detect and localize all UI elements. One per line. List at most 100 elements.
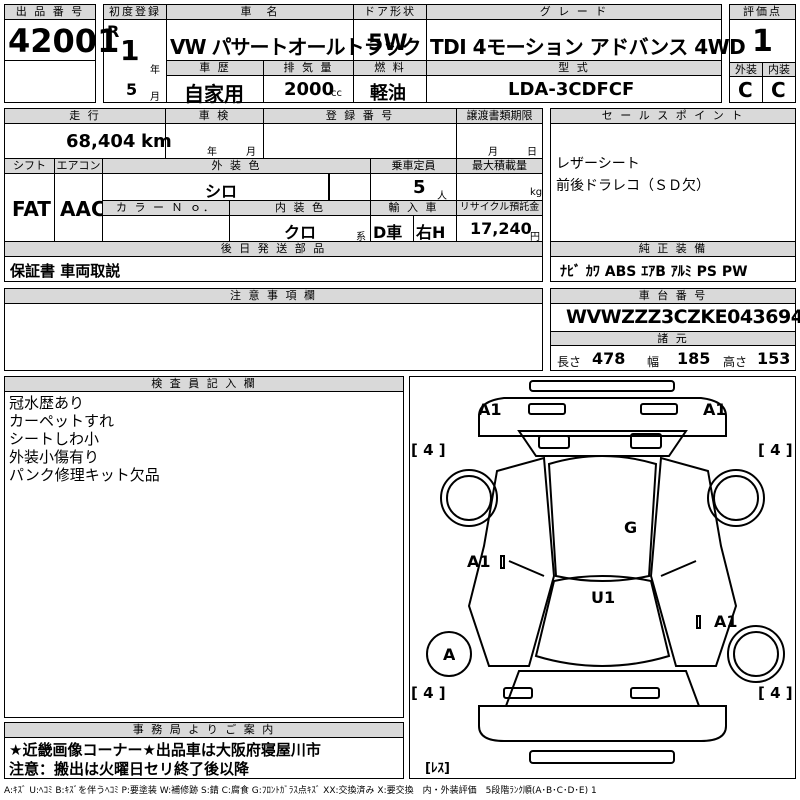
front-bumper-outline [529,380,675,392]
inspection-label: 車 検 [165,108,264,124]
office-label: 事 務 局 よ り ご 案 内 [4,722,404,738]
model-label: 型 式 [426,60,722,76]
tire-rl-mark: [ 4 ] [411,684,446,702]
office-line-1: ★近畿画像コーナー★出品車は大阪府寝屋川市 [9,741,321,759]
wheel-fr-inner [713,475,759,521]
tire-fr-mark: [ 4 ] [758,441,793,459]
inspector-lines: 冠水歴あり カーペットすれ シートしわ小 外装小傷有り パンク修理キット欠品 [9,394,160,484]
plate-box [263,123,457,159]
chassis-number: WVWZZZ3CZKE043694 [566,306,800,328]
inspector-line: カーペットすれ [9,412,115,430]
seats-unit: 人 [437,191,447,202]
steering: 右H [416,223,446,242]
front-left-mark: A1 [478,400,502,419]
shift: FAT [12,197,51,221]
displacement: 2000 [284,79,335,100]
roof [547,455,658,582]
inspection-month-unit: 月 [246,147,256,158]
lot-no-label: 出 品 番 号 [4,4,96,20]
exterior-rating: C [738,78,753,102]
ext-color: シロ [205,182,238,201]
recycle: 17,240 [470,219,532,238]
rear-wheel-left-mark: A [443,645,456,664]
rear-valance [529,750,675,764]
door-label: ドア形状 [353,4,427,20]
month-unit: 月 [150,92,160,103]
body-left [467,456,556,667]
transfer-day-unit: 日 [527,147,537,158]
fuel: 軽油 [370,83,406,104]
width: 185 [677,349,711,368]
history-label: 車 歴 [166,60,264,76]
hood [517,430,688,457]
notes-label: 注 意 事 項 欄 [4,288,543,304]
rear-cabin [534,575,671,667]
body-right [649,456,738,667]
fuel-label: 燃 料 [353,60,427,76]
height: 153 [757,349,791,368]
door-line-left [508,560,545,577]
mileage-unit: km [141,131,172,152]
office-box [4,737,404,779]
load-label: 最大積載量 [456,158,543,174]
model-box [426,75,722,103]
windshield-right [630,433,662,449]
dims-label: 諸 元 [550,331,796,346]
lot-blank-box [4,60,96,103]
sales-label: セ ー ル ス ポ イ ン ト [550,108,796,124]
grille-right [640,403,678,415]
inspector-line: 冠水歴あり [9,394,85,412]
width-label: 幅 [647,355,660,369]
windshield-left [538,435,570,449]
seats: 5 [413,177,426,198]
later-parts-box [4,256,543,282]
later-parts-label: 後 日 発 送 部 品 [4,241,543,257]
car-diagram [426,380,785,764]
plate-label: 登 録 番 号 [263,108,457,124]
door-line-right [660,560,697,577]
door-type: 5W [368,31,408,56]
office-line-2: 注意：搬出は火曜日セリ終了後以降 [9,760,250,778]
ext-color-label: 外 装 色 [102,158,371,174]
rear-outline [504,670,701,707]
chassis-label: 車 台 番 号 [550,288,796,304]
wheel-rr [727,625,785,683]
front-right-mark: A1 [703,400,727,419]
car-name: VW パサートオールトラック [170,35,421,59]
later-parts: 保証書 車両取説 [10,262,121,280]
load-unit: kg [530,187,543,198]
wheel-rr-inner [733,631,779,677]
int-color-suffix: 系 [356,232,366,243]
rear-bumper-outline [478,705,727,742]
equipment-box [550,256,796,282]
transfer-month-unit: 月 [488,147,498,158]
year-unit: 年 [150,65,160,76]
inspector-label: 検 査 員 記 入 欄 [4,376,404,392]
recycle-label: リサイクル預託金 [456,200,543,216]
length-label: 長さ [557,355,582,369]
inspector-line: 外装小傷有り [9,448,100,466]
roof-mark: G [624,518,638,537]
car-name-label: 車 名 [166,4,354,20]
import-type: D車 [373,223,403,242]
grille [528,403,566,415]
inspector-box [4,391,404,718]
handle-right [696,615,701,629]
mileage-label: 走 行 [4,108,166,124]
reg-year: 1 [120,34,140,67]
notes-box [4,303,543,371]
displacement-label: 排 気 量 [263,60,354,76]
int-color: クロ [284,223,317,242]
rear-lamp-left [503,687,533,699]
dims-box [550,345,796,371]
mileage: 68,404 [66,131,136,152]
right-door-mark: A1 [714,612,738,631]
sales-point-1: レザーシート [556,156,640,172]
tire-rr-mark: [ 4 ] [758,684,793,702]
height-label: 高さ [723,355,748,369]
sales-point-2: 前後ドラレコ（ＳＤ欠） [556,178,710,194]
score-label: 評価点 [729,4,796,20]
import-label: 輸 入 車 [370,200,457,216]
model: LDA-3CDFCF [508,79,635,100]
left-door-mark: A1 [467,552,491,571]
